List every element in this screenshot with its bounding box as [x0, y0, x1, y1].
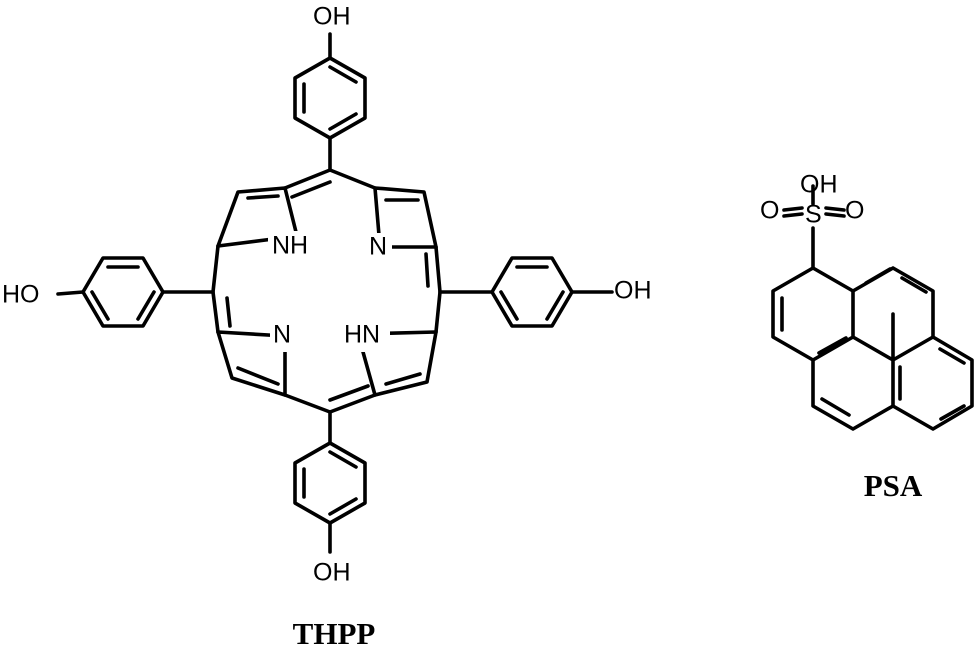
o-label-right: O	[845, 197, 864, 225]
pyrrole-lower-left-double-bond	[236, 366, 280, 386]
meso-bridge-right-double	[424, 252, 430, 288]
pyrrole-lower-right-double-bond	[384, 372, 422, 386]
meso-bridge-top-double	[290, 180, 332, 199]
pyrene-core	[771, 266, 974, 431]
hydroxyphenyl-top	[293, 32, 367, 172]
meso-bridge-left	[211, 244, 220, 334]
psa-structure: OH O S O PSA	[760, 171, 974, 503]
sulfonic-acid-group: OH O S O	[760, 171, 864, 270]
oh-label-right: OH	[614, 277, 652, 305]
meso-bridge-right	[434, 245, 442, 334]
oh-label-top: OH	[313, 3, 351, 31]
pyrene-double-bonds	[780, 267, 966, 421]
psa-caption: PSA	[864, 468, 923, 503]
pyrene-inner-bonds	[811, 289, 935, 408]
nh-label-upper-left: NH	[272, 232, 308, 260]
hydroxyphenyl-right	[438, 256, 614, 328]
pyrene-outer-ring	[771, 266, 974, 431]
n-label-upper-right: N	[369, 233, 387, 261]
pyrrole-upper-left-double-bond	[246, 194, 280, 200]
oh-label-psa: OH	[800, 171, 838, 199]
hn-label-lower-right: HN	[344, 321, 380, 349]
n-label-lower-left: N	[273, 321, 291, 349]
meso-bridge-bottom-double	[328, 384, 370, 402]
ho-label-left: HO	[2, 281, 40, 309]
s-label: S	[805, 201, 822, 229]
oh-label-bottom: OH	[313, 559, 351, 587]
hydroxyphenyl-left	[56, 256, 215, 328]
meso-bridge-top	[283, 168, 377, 190]
meso-bridge-bottom	[283, 393, 377, 414]
hydroxyphenyl-bottom	[293, 410, 367, 554]
o-label-left: O	[760, 197, 779, 225]
thpp-structure: NH N N HN OH OH HO OH THPP	[2, 3, 652, 651]
thpp-caption: THPP	[293, 616, 376, 651]
meso-bridge-left-double	[225, 296, 232, 328]
porphyrin-core	[211, 168, 442, 414]
